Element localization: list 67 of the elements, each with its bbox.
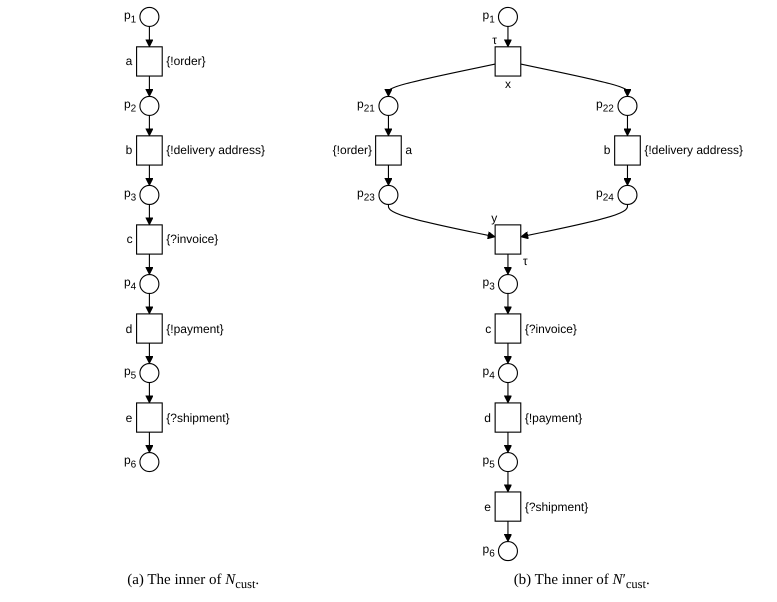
place-label: p$_{4}$ bbox=[482, 365, 495, 382]
arrow bbox=[145, 76, 154, 97]
arrow bbox=[504, 254, 512, 275]
transition-label: d bbox=[126, 322, 132, 334]
transition-label: d bbox=[484, 412, 491, 424]
place-label: p$_{2}$ bbox=[124, 98, 136, 114]
transition-label: {!order} bbox=[332, 144, 372, 156]
arrow bbox=[145, 165, 154, 186]
transition-label: e bbox=[126, 412, 132, 424]
arrow bbox=[384, 64, 496, 97]
arrow bbox=[145, 343, 154, 364]
transition-label: {!delivery address} bbox=[166, 144, 265, 156]
transition-label: {?shipment} bbox=[166, 412, 230, 424]
figure-caption: (a) The inner of N$_{cust}$. bbox=[127, 572, 260, 592]
transition-label: b bbox=[126, 144, 132, 156]
transition-label: {!payment} bbox=[524, 412, 582, 424]
arrow bbox=[504, 432, 512, 453]
arrow bbox=[504, 343, 512, 364]
transition-label: {?shipment} bbox=[524, 500, 588, 513]
transition-label: c bbox=[126, 233, 133, 246]
arrow bbox=[145, 382, 154, 404]
arrow bbox=[504, 382, 512, 404]
place-label: p$_{21}$ bbox=[357, 98, 375, 114]
arrow bbox=[145, 204, 154, 226]
arrow bbox=[504, 472, 512, 492]
arrow bbox=[384, 165, 393, 186]
figure-caption: (b) The inner of N′$_{cust}$. bbox=[514, 572, 650, 592]
transition-label: {!delivery address} bbox=[644, 144, 744, 156]
transition-label: a bbox=[405, 144, 412, 156]
arrow bbox=[504, 26, 512, 48]
place-label: p$_{3}$ bbox=[124, 186, 136, 204]
transition-label: b bbox=[604, 144, 610, 156]
arrow bbox=[520, 64, 632, 97]
arrow bbox=[384, 115, 393, 136]
place-label: p$_{24}$ bbox=[596, 186, 614, 204]
transition-label: c bbox=[485, 322, 492, 334]
transition-label: x bbox=[505, 78, 512, 90]
arrow bbox=[520, 204, 628, 240]
arrow bbox=[145, 294, 154, 314]
place-label: p$_{23}$ bbox=[357, 186, 375, 204]
arrow bbox=[145, 26, 154, 48]
arrow bbox=[504, 521, 512, 542]
arrow bbox=[504, 294, 512, 314]
place-label: p$_{3}$ bbox=[482, 276, 495, 292]
transition-label: {!payment} bbox=[166, 322, 224, 334]
arrow bbox=[623, 165, 632, 186]
place-label: p$_{1}$ bbox=[482, 8, 495, 26]
transition-label: τ bbox=[492, 34, 497, 46]
arrow bbox=[145, 115, 154, 136]
arrow bbox=[145, 432, 154, 453]
transition-label: {?invoice} bbox=[166, 233, 218, 246]
transition-label: {!order} bbox=[166, 55, 206, 68]
place-label: p$_{22}$ bbox=[596, 98, 614, 114]
arrow bbox=[388, 204, 496, 240]
place-label: p$_{6}$ bbox=[482, 543, 495, 560]
arrow bbox=[623, 115, 632, 136]
transition-label: {?invoice} bbox=[524, 322, 577, 334]
transition-label: a bbox=[126, 55, 132, 68]
place-label: p$_{1}$ bbox=[124, 8, 136, 26]
transition-label: τ bbox=[522, 255, 528, 268]
transition-label: e bbox=[484, 500, 491, 513]
arrow bbox=[145, 254, 154, 275]
place-label: p$_{4}$ bbox=[124, 276, 136, 292]
transition-label: y bbox=[491, 212, 498, 224]
place-label: p$_{5}$ bbox=[124, 365, 136, 382]
place-label: p$_{5}$ bbox=[482, 454, 495, 470]
place-label: p$_{6}$ bbox=[124, 454, 136, 470]
